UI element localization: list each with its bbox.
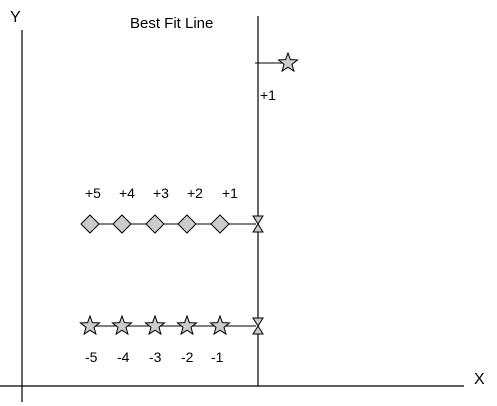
diamond-marker bbox=[112, 214, 132, 234]
star-marker bbox=[176, 314, 198, 336]
negative-row-label: -1 bbox=[211, 349, 224, 365]
positive-row-label: +5 bbox=[85, 185, 101, 201]
diamond-marker bbox=[145, 214, 165, 234]
outlier-label: +1 bbox=[260, 87, 276, 103]
star-marker bbox=[79, 314, 101, 336]
star-marker bbox=[144, 314, 166, 336]
diamond-marker bbox=[80, 214, 100, 234]
positive-row-label: +4 bbox=[119, 185, 135, 201]
best-fit-line-label: Best Fit Line bbox=[130, 15, 213, 32]
crossing-marker bbox=[252, 317, 264, 335]
negative-row-label: -4 bbox=[117, 349, 130, 365]
diamond-marker bbox=[210, 214, 230, 234]
star-marker bbox=[111, 314, 133, 336]
negative-row-label: -3 bbox=[149, 349, 162, 365]
diamond-marker bbox=[177, 214, 197, 234]
negative-row-label: -2 bbox=[181, 349, 194, 365]
y-axis-label: Y bbox=[10, 9, 21, 26]
positive-row-label: +2 bbox=[187, 185, 203, 201]
positive-row-label: +3 bbox=[153, 185, 169, 201]
x-axis-label: X bbox=[474, 371, 485, 388]
crossing-marker bbox=[252, 215, 264, 233]
star-marker bbox=[209, 314, 231, 336]
negative-row-label: -5 bbox=[85, 349, 98, 365]
outlier-star bbox=[277, 51, 299, 73]
positive-row-label: +1 bbox=[222, 185, 238, 201]
